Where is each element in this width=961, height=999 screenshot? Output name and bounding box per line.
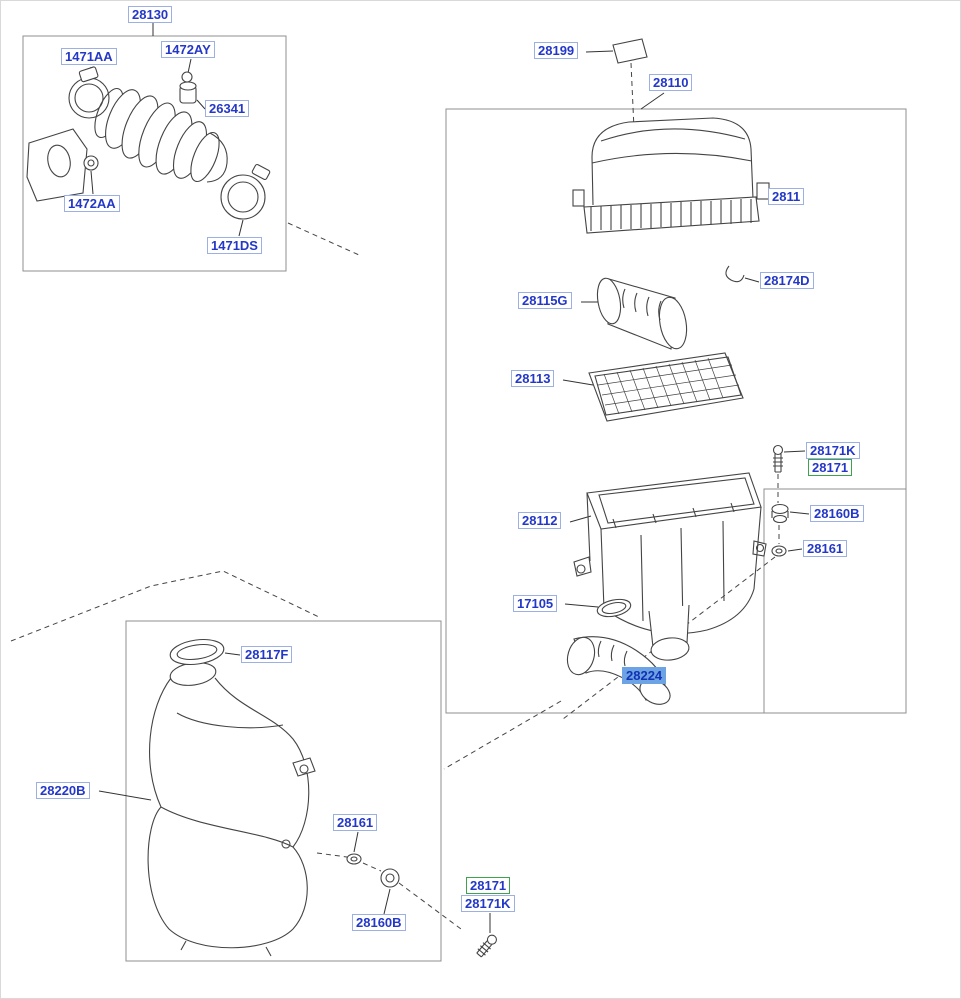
intake-duct-drawing [566,636,671,705]
air-duct-drawing [596,277,688,350]
part-label-28171-lower[interactable]: 28171 [466,877,511,894]
group-box-air-cleaner [445,108,907,714]
part-label-28110[interactable]: 28110 [649,74,693,91]
part-label-1471aa[interactable]: 1471AA [61,48,117,65]
part-label-28171-upper[interactable]: 28171 [808,459,853,476]
caution-label-drawing [612,38,648,64]
part-label-17105[interactable]: 17105 [513,595,558,612]
part-label-28171k-upper[interactable]: 28171K [806,442,860,459]
part-label-28112[interactable]: 28112 [518,512,562,529]
cover-clip-drawing [725,265,745,283]
part-label-28113[interactable]: 28113 [511,370,555,387]
grommet-upper-drawing [771,503,789,524]
resonator-cap-drawing [169,638,225,666]
part-drawings [26,38,789,958]
part-label-28174d[interactable]: 28174D [760,272,814,289]
part-label-28160b-upper[interactable]: 28160B [810,505,864,522]
grommet-lower-drawing [380,868,400,888]
part-label-28115g[interactable]: 28115G [518,292,572,309]
group-box-resonator [125,620,442,962]
part-label-26341[interactable]: 26341 [205,100,250,117]
part-label-1472ay[interactable]: 1472AY [161,41,215,58]
part-label-28117f[interactable]: 28117F [241,646,293,663]
seal-ring-drawing [596,598,632,618]
part-label-28130[interactable]: 28130 [128,6,173,23]
part-label-28171k-lower[interactable]: 28171K [461,895,515,912]
bolt-lower-drawing [476,934,497,958]
part-label-1471ds[interactable]: 1471DS [207,237,262,254]
part-label-28161-upper[interactable]: 28161 [803,540,848,557]
air-cleaner-body-drawing [573,472,767,661]
spacer-upper-drawing [771,545,787,557]
part-label-28199[interactable]: 28199 [534,42,579,59]
intake-hose-drawing [26,66,271,220]
part-label-28224-highlighted[interactable]: 28224 [622,667,667,684]
part-label-28160b-lower[interactable]: 28160B [352,914,406,931]
part-label-28220b[interactable]: 28220B [36,782,90,799]
spacer-lower-drawing [346,853,362,865]
group-box-hardware [763,488,907,714]
part-label-28161-lower[interactable]: 28161 [333,814,378,831]
resonator-body-drawing [147,662,316,957]
bolt-upper-drawing [772,444,784,473]
air-filter-drawing [588,352,744,422]
part-label-2811[interactable]: 2811 [768,188,805,205]
group-box-intake-hose [22,35,287,272]
part-label-1472aa[interactable]: 1472AA [64,195,120,212]
air-cleaner-cover-drawing [572,117,770,234]
